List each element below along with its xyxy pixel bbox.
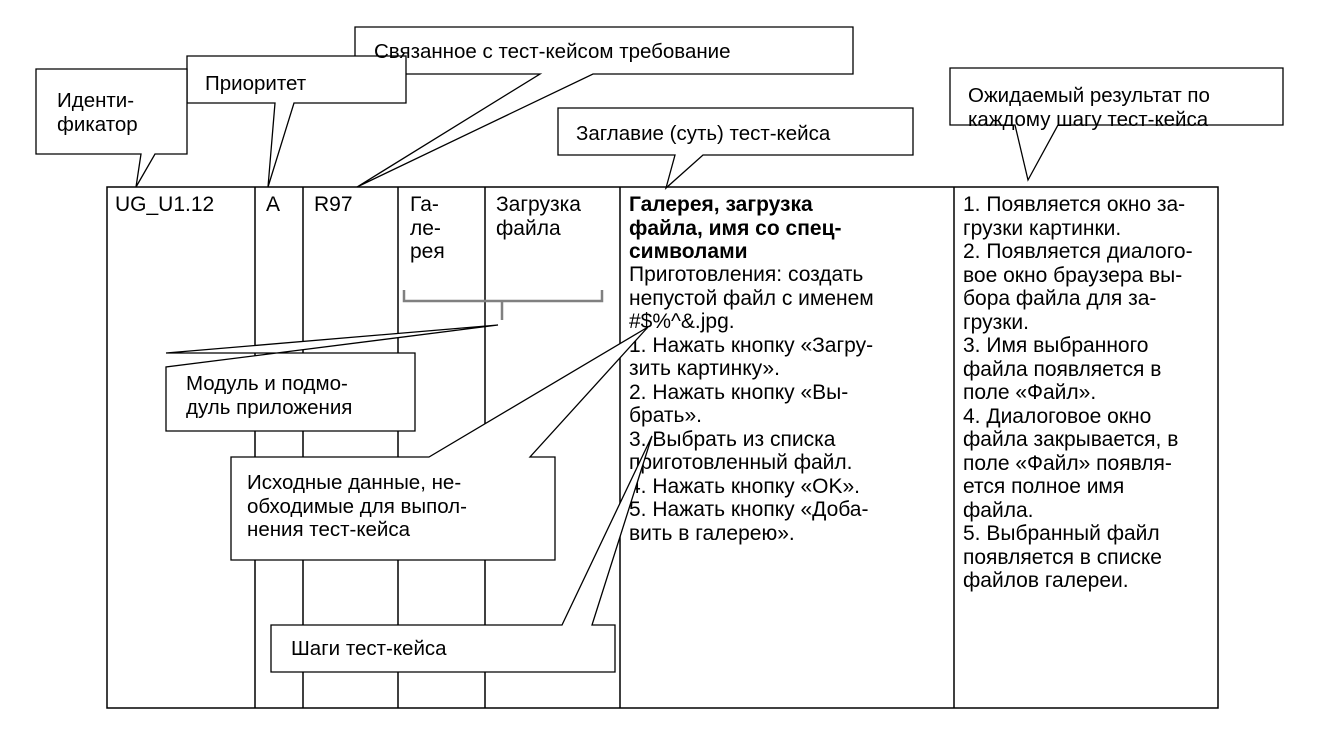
cell-priority: A [266,193,281,216]
callout-title-label: Заглавие (суть) тест-кейса [576,122,831,145]
callout-expected-label: Ожидаемый результат по каждому шагу тест… [968,84,1210,131]
cell-submodule: Загрузка файла [496,193,581,240]
callout-priority-shape [186,55,407,188]
cell-title: Галерея, загрузка файла, имя со спец- си… [629,193,842,263]
cell-requirement: R97 [314,193,353,216]
callout-priority-label: Приоритет [205,72,307,95]
callout-expected-shape [949,67,1284,182]
callout-title-shape [557,107,914,190]
callout-module-label: Модуль и подмо- дуль приложения [186,372,353,419]
cell-expected: 1. Появляется окно за- грузки картинки. … [963,193,1193,592]
callout-identifier-shape [35,68,188,188]
callout-requirement-label: Связанное с тест-кейсом требование [374,40,731,63]
callout-input-data-shape [230,326,649,561]
callout-identifier-label: Иденти- фикатор [57,89,138,136]
module-bracket [402,290,604,320]
cell-identifier: UG_U1.12 [115,193,215,216]
callout-module-shape [165,324,499,432]
callout-steps-shape [270,435,653,673]
cell-module: Га- ле- рея [410,193,445,263]
callout-input-data-label: Исходные данные, не- обходимые для выпол… [247,471,467,541]
callout-steps-label: Шаги тест-кейса [291,637,447,660]
